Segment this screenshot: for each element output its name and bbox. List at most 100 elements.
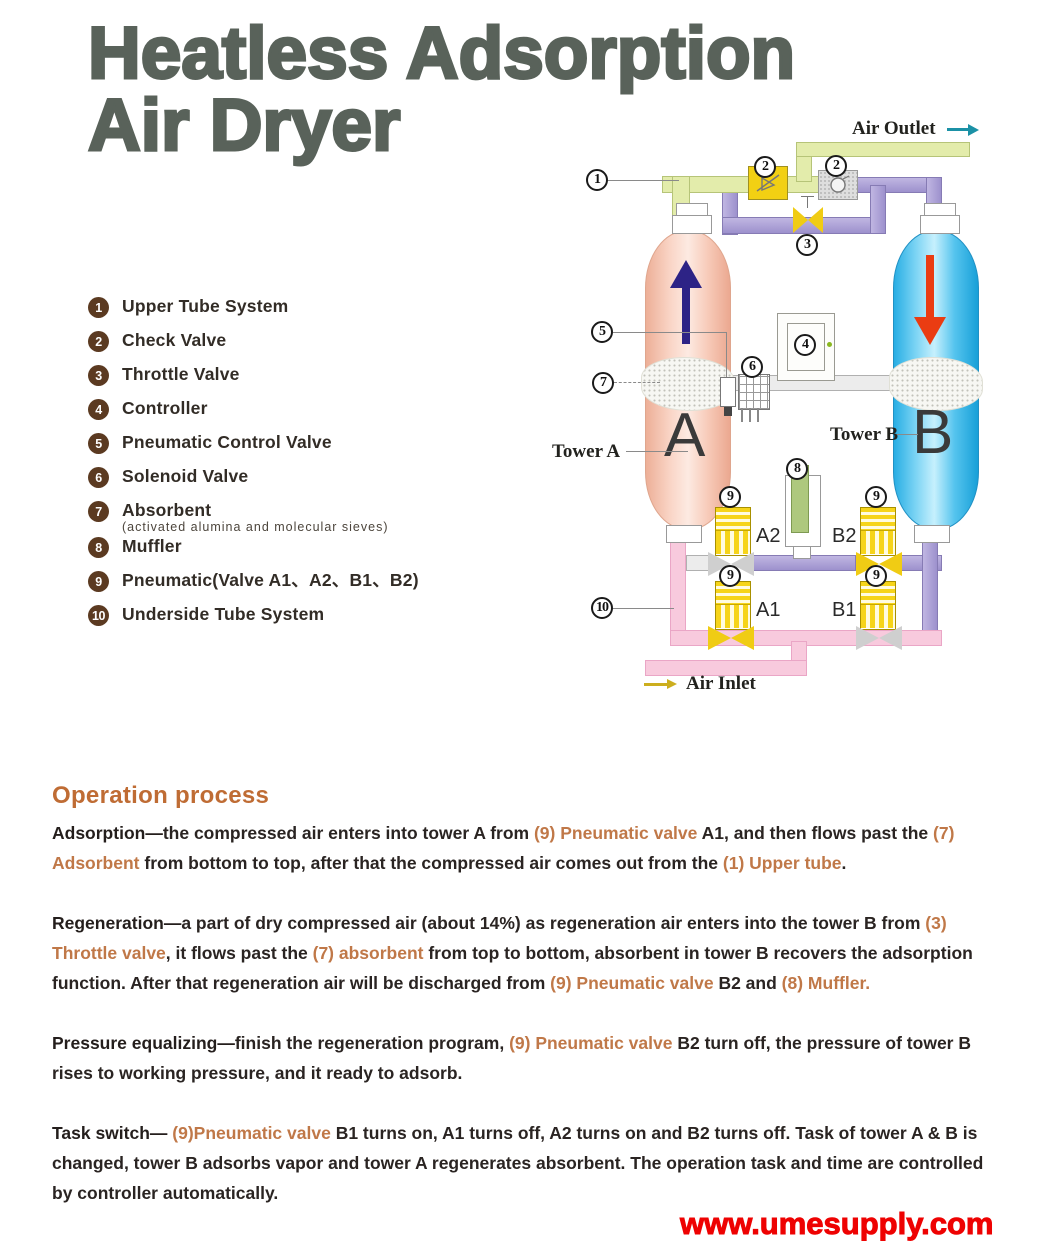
- tower-a-letter: A: [664, 401, 706, 470]
- legend-number-badge: 4: [88, 399, 109, 420]
- legend-item: 9 Pneumatic(Valve A1、A2、B1、B2): [88, 568, 518, 602]
- operation-paragraph: Regeneration—a part of dry compressed ai…: [52, 913, 973, 993]
- tower-a-bottom-flange: [666, 525, 702, 543]
- throttle-valve-cap: [801, 196, 814, 197]
- muffler-stem: [793, 545, 811, 559]
- air-outlet-arrowhead-icon: [968, 124, 979, 136]
- valve-label-a1: A1: [756, 599, 781, 621]
- legend-label: Absorbent: [122, 500, 212, 520]
- callout-9a: 9: [719, 486, 741, 508]
- legend-label: Underside Tube System: [122, 604, 325, 624]
- callout-9c: 9: [719, 565, 741, 587]
- legend-label: Pneumatic(Valve A1、A2、B1、B2): [122, 570, 419, 590]
- page-title: Heatless Adsorption Air Dryer: [86, 13, 796, 164]
- air-inlet-arrowhead-icon: [667, 679, 677, 689]
- tower-a-top-flange2: [672, 215, 712, 234]
- leader-line-1: [607, 180, 679, 181]
- tower-b-label: Tower B: [830, 424, 899, 445]
- legend-label: Check Valve: [122, 330, 227, 350]
- legend-number-badge: 6: [88, 467, 109, 488]
- check-valve-icon: [830, 175, 850, 193]
- valve-label-b1: B1: [832, 599, 857, 621]
- leader-line-5-drop: [726, 332, 727, 377]
- legend-label: Muffler: [122, 536, 182, 556]
- legend-label: Upper Tube System: [122, 296, 289, 316]
- leader-line-5: [613, 332, 727, 333]
- throttle-valve: [793, 207, 823, 233]
- legend-label: Throttle Valve: [122, 364, 240, 384]
- leader-line-10: [612, 608, 674, 609]
- pneumatic-valve-b2: [860, 507, 896, 556]
- leader-line-tower-a: [626, 451, 688, 452]
- legend-item: 10 Underside Tube System: [88, 602, 518, 636]
- legend-label: Pneumatic Control Valve: [122, 432, 332, 452]
- pneumatic-valve-a2: [715, 507, 751, 556]
- legend-item: 7 Absorbent (activated alumina and molec…: [88, 498, 518, 534]
- check-valve-icon: [756, 174, 780, 192]
- legend-item: 1 Upper Tube System: [88, 294, 518, 328]
- callout-2a: 2: [754, 156, 776, 178]
- legend-number-badge: 8: [88, 537, 109, 558]
- legend-number-badge: 1: [88, 297, 109, 318]
- bowtie-valve-a1: [708, 626, 754, 650]
- legend-number-badge: 2: [88, 331, 109, 352]
- callout-1: 1: [586, 169, 608, 191]
- piping-diagram: A B: [540, 105, 1010, 705]
- legend-number-badge: 10: [88, 605, 109, 626]
- operation-heading: Operation process: [52, 782, 270, 809]
- page-title-line1: Heatless Adsorption: [86, 13, 796, 94]
- leader-line-tower-b: [896, 434, 918, 435]
- operation-paragraph: Task switch— (9)Pneumatic valve B1 turns…: [52, 1123, 984, 1203]
- operation-paragraph: Pressure equalizing—finish the regenerat…: [52, 1033, 971, 1083]
- legend-item: 8 Muffler: [88, 534, 518, 568]
- solenoid-valve: [738, 374, 770, 410]
- controller-door: [787, 323, 825, 371]
- tower-b-top-flange2: [920, 215, 960, 234]
- valve-label-a2: A2: [756, 525, 781, 547]
- tower-b-down-arrow-icon: [914, 255, 946, 347]
- callout-4: 4: [794, 334, 816, 356]
- controller-handle: [827, 342, 832, 347]
- tower-a-absorbent-band: [641, 357, 735, 411]
- air-inlet-arrow-icon: [644, 683, 668, 686]
- air-inlet-label: Air Inlet: [686, 673, 756, 694]
- pipe-pink-inlet: [645, 660, 807, 676]
- bowtie-valve-b1: [856, 626, 902, 650]
- air-outlet-label: Air Outlet: [852, 118, 936, 139]
- callout-6: 6: [741, 356, 763, 378]
- pneumatic-valve-a1: [715, 581, 751, 630]
- legend-number-badge: 9: [88, 571, 109, 592]
- callout-8: 8: [786, 458, 808, 480]
- air-outlet-arrow-icon: [947, 128, 969, 131]
- pipe-stub-a2: [686, 555, 710, 571]
- tower-b-letter: B: [912, 398, 954, 467]
- callout-5: 5: [591, 321, 613, 343]
- callout-9d: 9: [865, 565, 887, 587]
- filter-unit-cap: [724, 407, 732, 416]
- callout-2b: 2: [825, 155, 847, 177]
- callout-9b: 9: [865, 486, 887, 508]
- operation-body: Adsorption—the compressed air enters int…: [52, 818, 1000, 1238]
- pipe-green-outlet: [796, 142, 970, 157]
- legend-sublabel: (activated alumina and molecular sieves): [122, 520, 389, 534]
- legend-number-badge: 5: [88, 433, 109, 454]
- legend-item: 4 Controller: [88, 396, 518, 430]
- tower-b-absorbent-band: [889, 357, 983, 411]
- tower-a-up-arrow-icon: [670, 260, 702, 346]
- operation-paragraph: Adsorption—the compressed air enters int…: [52, 823, 955, 873]
- legend-item: 3 Throttle Valve: [88, 362, 518, 396]
- legend-label: Solenoid Valve: [122, 466, 249, 486]
- legend-item: 6 Solenoid Valve: [88, 464, 518, 498]
- legend-number-badge: 3: [88, 365, 109, 386]
- callout-7: 7: [592, 372, 614, 394]
- legend-item: 5 Pneumatic Control Valve: [88, 430, 518, 464]
- website-url: www.umesupply.com: [680, 1206, 994, 1242]
- leader-line-7: [614, 382, 660, 383]
- legend-list: 1 Upper Tube System 2 Check Valve 3 Thro…: [88, 294, 518, 636]
- legend-label: Controller: [122, 398, 208, 418]
- pneumatic-valve-b1: [860, 581, 896, 630]
- tower-b-bottom-flange: [914, 525, 950, 543]
- pipe-purple-bypass-right: [870, 185, 886, 234]
- throttle-valve-stem: [807, 196, 808, 208]
